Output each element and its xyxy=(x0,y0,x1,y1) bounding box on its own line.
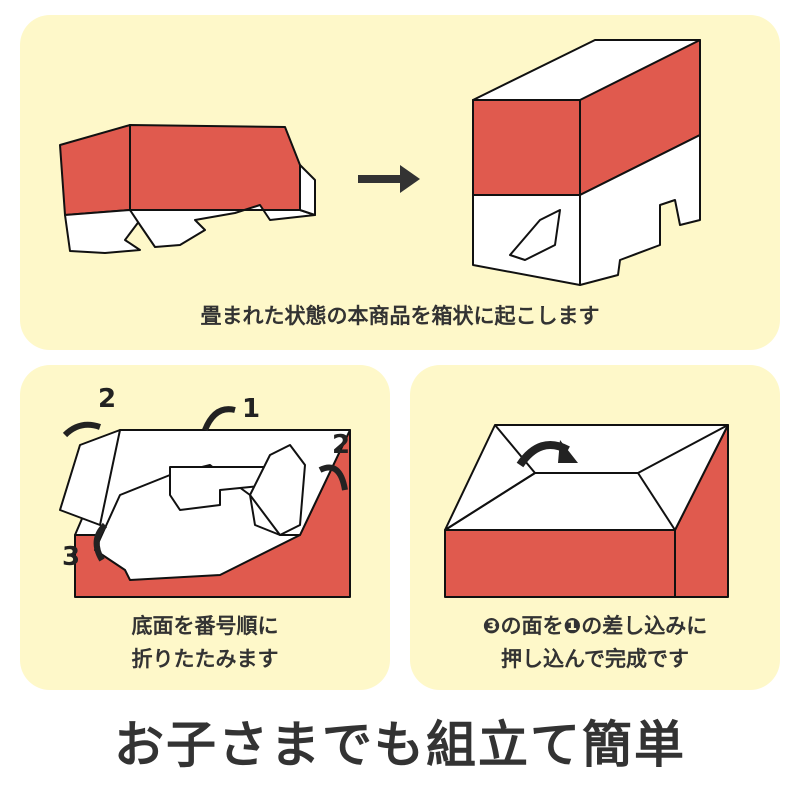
step-number-1: 1 xyxy=(242,394,260,424)
completed-box-illustration xyxy=(444,424,729,598)
fold-bottom-illustration: 1 2 2 3 xyxy=(59,384,351,598)
arrow-right-icon xyxy=(358,165,420,193)
fold-arrows xyxy=(62,406,348,562)
folded-to-box-illustration xyxy=(59,39,701,286)
step-3-caption: ❸の面を❶の差し込みに押し込んで完成です xyxy=(410,610,780,676)
curved-arrow-icon xyxy=(62,421,101,438)
flat-folded-box xyxy=(59,124,316,254)
step-1-caption: 畳まれた状態の本商品を箱状に起こします xyxy=(200,304,600,328)
step-number-3: 3 xyxy=(62,542,80,572)
curved-arrow-icon xyxy=(93,522,108,562)
caption-line: 折りたたみます xyxy=(131,647,279,671)
curved-arrow-icon xyxy=(318,464,348,491)
caption-line: ❸の面を❶の差し込みに xyxy=(482,614,708,638)
step-number-2: 2 xyxy=(98,384,116,414)
caption-line: 押し込んで完成です xyxy=(501,647,689,671)
step-2-panel: 1 2 2 3 底面を番号順に折りたたみます xyxy=(20,365,390,690)
step-3-panel: ❸の面を❶の差し込みに押し込んで完成です xyxy=(410,365,780,690)
page-title: お子さまでも組立て簡単 xyxy=(114,716,686,774)
caption-line: 底面を番号順に xyxy=(131,614,279,638)
step-1-panel: 畳まれた状態の本商品を箱状に起こします xyxy=(20,15,780,350)
step-number-2b: 2 xyxy=(332,430,350,460)
step-2-caption: 底面を番号順に折りたたみます xyxy=(20,610,390,676)
curved-arrow-icon xyxy=(202,406,236,432)
upright-box xyxy=(472,39,701,286)
